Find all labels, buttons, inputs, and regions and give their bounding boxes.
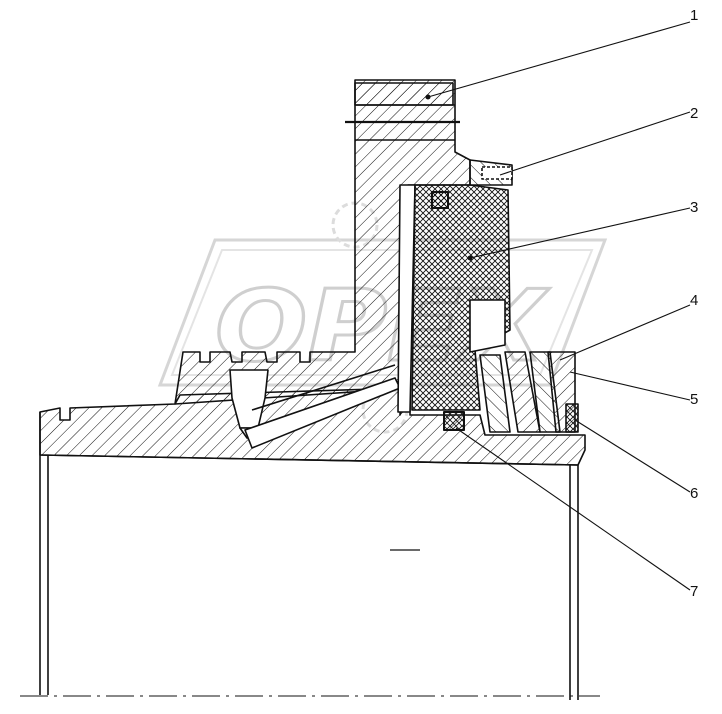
o-ring-upper: [431, 191, 449, 209]
disc-springs: [479, 351, 576, 433]
o-ring-lower: [443, 411, 465, 431]
callout-4: 4: [690, 292, 698, 309]
callout-labels: 1 2 3 4 5 6 7: [690, 7, 698, 600]
leader-lines: [425, 21, 691, 591]
callout-2: 2: [690, 105, 698, 122]
callout-5: 5: [690, 391, 698, 408]
retaining-ring: [565, 403, 579, 433]
callout-7: 7: [690, 583, 698, 600]
callout-1: 1: [690, 7, 698, 24]
mechanical-section: [20, 79, 600, 700]
spacer-plate: [397, 159, 513, 413]
callout-6: 6: [690, 485, 698, 502]
callout-3: 3: [690, 199, 698, 216]
shaft-body: [39, 387, 586, 700]
